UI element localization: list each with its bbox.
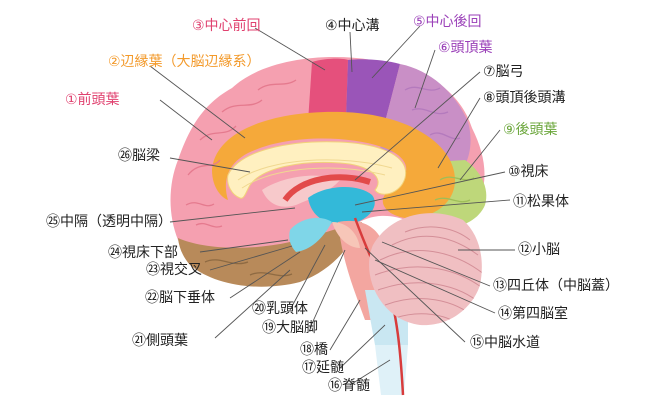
label-corpus-callosum: ㉖脳梁 [118, 148, 160, 164]
label-fourth-ventricle: ⑭第四脳室 [498, 305, 568, 322]
label-thalamus: ⑩視床 [508, 164, 549, 180]
label-tectum: ⑬四丘体（中脳蓋） [493, 278, 619, 294]
label-hypothalamus: ㉔視床下部 [108, 245, 178, 261]
label-spinal-cord: ⑯脊髄 [328, 378, 370, 394]
label-septum: ㉕中隔（透明中隔） [46, 214, 172, 230]
label-occipital-lobe: ⑨後頭葉 [503, 122, 558, 138]
leader-lines [149, 25, 515, 386]
labels: ①前頭葉 ②辺縁葉（大脳辺縁系） ③中心前回 ④中心溝 ⑤中心後回 ⑥頭頂葉 ⑦… [46, 14, 619, 394]
label-medulla: ⑰延髄 [302, 360, 344, 376]
label-cerebellum: ⑫小脳 [518, 242, 560, 258]
label-mammillary-body: ⑳乳頭体 [252, 301, 308, 317]
label-limbic-lobe: ②辺縁葉（大脳辺縁系） [108, 54, 261, 70]
label-precentral-gyrus: ③中心前回 [192, 17, 261, 34]
midbrain [332, 222, 360, 248]
label-parietal-lobe: ⑥頭頂葉 [438, 40, 493, 56]
precentral-gyrus [308, 58, 348, 123]
label-fornix: ⑦脳弓 [483, 64, 524, 80]
label-pituitary-gland: ㉒脳下垂体 [145, 290, 215, 306]
central-region [346, 59, 400, 123]
label-cerebral-peduncle: ⑲大脳脚 [262, 320, 318, 336]
hypothalamus [289, 217, 332, 252]
label-frontal-lobe: ①前頭葉 [65, 91, 120, 108]
fornix [282, 174, 371, 202]
cortex-gyri [185, 79, 297, 228]
label-temporal-lobe: ㉑側頭葉 [132, 333, 188, 349]
label-cerebral-aqueduct: ⑮中脳水道 [470, 335, 540, 351]
label-parieto-occipital-sulcus: ⑧頭頂後頭溝 [483, 90, 566, 106]
label-central-sulcus: ④中心溝 [325, 18, 380, 34]
label-optic-chiasm: ㉓視交叉 [146, 261, 202, 278]
corpus-callosum [227, 141, 407, 199]
label-pineal-body: ⑪松果体 [513, 194, 569, 210]
label-pons: ⑱橋 [300, 342, 328, 358]
label-postcentral-gyrus: ⑤中心後回 [413, 14, 482, 30]
septum [262, 175, 340, 207]
thalamus [308, 187, 375, 225]
